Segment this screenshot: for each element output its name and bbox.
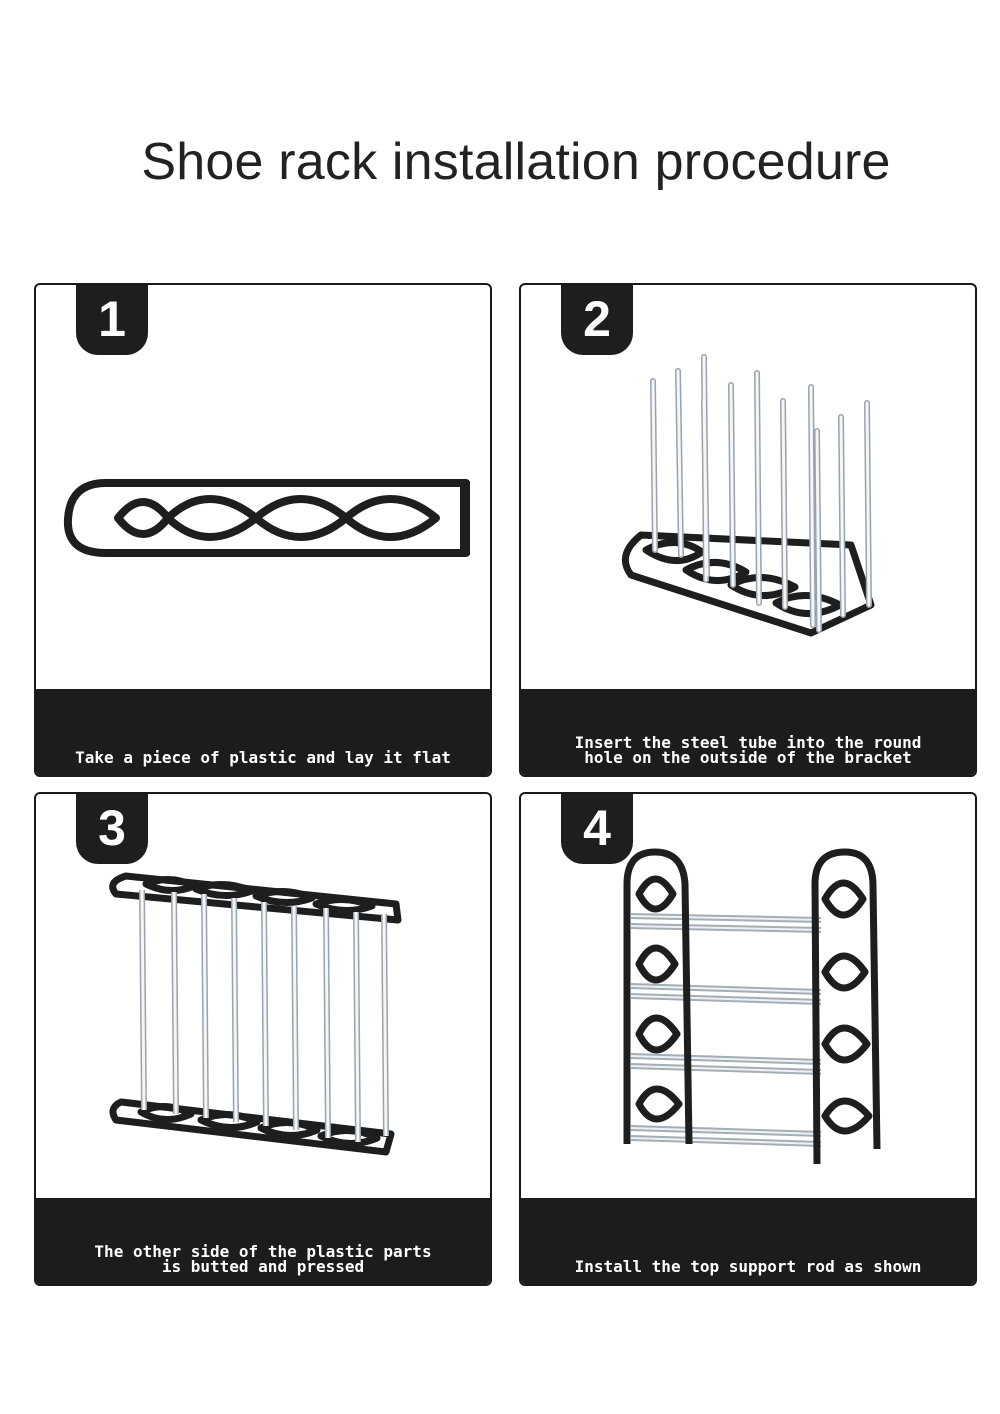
step-caption-3: The other side of the plastic parts is b…: [94, 1242, 432, 1276]
step-card-2: 2: [519, 283, 977, 777]
step-caption-4: Install the top support rod as shown: [574, 1257, 922, 1276]
step-card-3: 3: [34, 792, 492, 1286]
plastic-bracket-illustration: [63, 479, 470, 557]
step-number: 2: [583, 291, 611, 347]
caption-bar: The other side of the plastic parts is b…: [36, 1198, 490, 1284]
step-card-1: 1 Take a piece of plastic and lay it fla…: [34, 283, 492, 777]
step-card-4: 4: [519, 792, 977, 1286]
page-title: Shoe rack installation procedure: [141, 133, 891, 191]
step-number: 4: [583, 800, 611, 856]
tubes-in-bracket-illustration: [621, 354, 875, 637]
caption-bar: Install the top support rod as shown: [521, 1198, 975, 1284]
step-number: 3: [98, 800, 126, 856]
both-brackets-illustration: [109, 872, 402, 1156]
step-caption-1: Take a piece of plastic and lay it flat: [75, 748, 451, 767]
step-caption-2: Insert the steel tube into the round hol…: [574, 733, 922, 767]
step-badge-1: 1: [76, 285, 148, 355]
caption-bar: Take a piece of plastic and lay it flat: [36, 689, 490, 775]
caption-bar: Insert the steel tube into the round hol…: [521, 689, 975, 775]
step-badge-4: 4: [561, 794, 633, 864]
step-number: 1: [98, 291, 126, 347]
step-badge-2: 2: [561, 285, 633, 355]
step-badge-3: 3: [76, 794, 148, 864]
assembled-shoe-rack-illustration: [623, 848, 881, 1165]
